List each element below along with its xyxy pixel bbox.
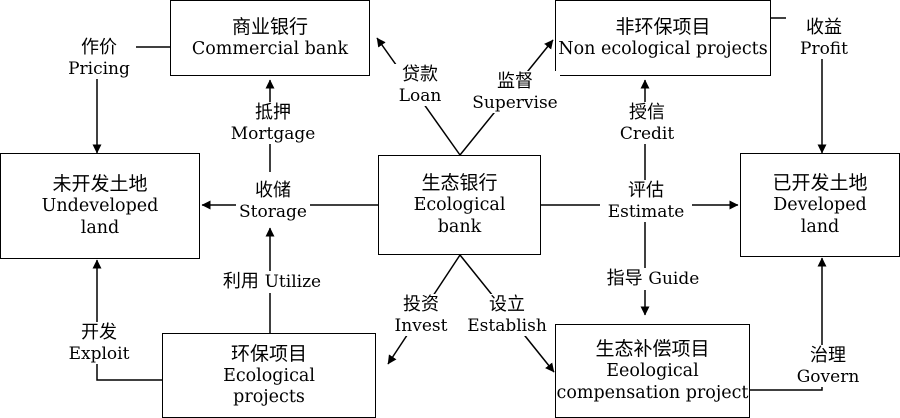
- label-govern-zh: 治理: [810, 345, 846, 366]
- label-govern: 治理 Govern: [790, 345, 866, 387]
- label-estimate-en: Estimate: [607, 201, 685, 222]
- label-utilize-zh: 利用: [222, 271, 265, 292]
- node-eco-comp-project-en2: compensation project: [556, 382, 749, 403]
- node-developed-land-en2: land: [800, 216, 840, 237]
- label-govern-en: Govern: [796, 366, 860, 387]
- node-eco-projects: 环保项目 Ecological projects: [162, 333, 376, 418]
- node-non-eco-projects-en: Non ecological projects: [558, 38, 768, 59]
- node-non-eco-projects: 非环保项目 Non ecological projects: [555, 0, 771, 76]
- label-establish-en: Establish: [467, 315, 547, 336]
- label-guide-zh: 指导: [606, 268, 649, 289]
- label-mortgage-en: Mortgage: [230, 123, 316, 144]
- label-utilize: 利用 Utilize: [210, 271, 334, 293]
- node-eco-comp-project-en1: Eeological: [606, 361, 699, 382]
- label-credit: 授信 Credit: [608, 102, 686, 144]
- node-undeveloped-land-zh: 未开发土地: [52, 173, 148, 196]
- label-supervise-en: Supervise: [472, 92, 558, 113]
- label-utilize-en: Utilize: [264, 272, 322, 292]
- edge-exploit: [92, 259, 162, 381]
- label-establish-zh: 设立: [489, 294, 525, 315]
- node-undeveloped-land-en2: land: [80, 217, 120, 238]
- label-exploit-zh: 开发: [81, 322, 117, 343]
- label-invest-en: Invest: [394, 315, 448, 336]
- node-eco-comp-project: 生态补偿项目 Eeological compensation project: [555, 324, 750, 418]
- node-undeveloped-land: 未开发土地 Undeveloped land: [0, 153, 200, 259]
- node-developed-land-zh: 已开发土地: [772, 172, 868, 195]
- node-undeveloped-land-en1: Undeveloped: [41, 196, 159, 217]
- label-pricing: 作价 Pricing: [62, 37, 136, 79]
- node-developed-land: 已开发土地 Developed land: [740, 153, 900, 257]
- label-mortgage: 抵押 Mortgage: [224, 102, 322, 144]
- label-supervise-zh: 监督: [497, 71, 533, 92]
- label-pricing-zh: 作价: [81, 37, 117, 58]
- label-supervise: 监督 Supervise: [470, 71, 560, 113]
- node-ecological-bank-zh: 生态银行: [421, 172, 498, 195]
- node-commercial-bank: 商业银行 Commercial bank: [170, 0, 370, 76]
- label-profit: 收益 Profit: [786, 17, 862, 59]
- label-profit-en: Profit: [800, 38, 848, 59]
- node-eco-projects-en1: Ecological: [223, 365, 315, 386]
- node-ecological-bank: 生态银行 Ecological bank: [378, 155, 541, 255]
- label-credit-zh: 授信: [629, 102, 665, 123]
- label-loan: 贷款 Loan: [390, 64, 450, 106]
- label-exploit-en: Exploit: [68, 343, 130, 364]
- node-ecological-bank-en2: bank: [437, 216, 482, 237]
- label-establish: 设立 Establish: [462, 294, 552, 336]
- label-profit-zh: 收益: [806, 17, 842, 38]
- label-loan-zh: 贷款: [402, 64, 438, 85]
- label-storage-en: Storage: [239, 201, 307, 222]
- node-developed-land-en1: Developed: [773, 195, 867, 216]
- label-invest: 投资 Invest: [390, 294, 452, 336]
- label-loan-en: Loan: [398, 85, 442, 106]
- edge-govern: [750, 257, 827, 391]
- node-eco-projects-zh: 环保项目: [230, 342, 307, 365]
- node-eco-projects-en2: projects: [233, 387, 305, 408]
- label-credit-en: Credit: [619, 123, 675, 144]
- label-storage: 收储 Storage: [236, 180, 310, 222]
- label-estimate: 评估 Estimate: [600, 180, 692, 222]
- label-guide: 指导 Guide: [595, 268, 711, 290]
- label-exploit: 开发 Exploit: [60, 322, 138, 364]
- label-storage-zh: 收储: [255, 180, 291, 201]
- label-estimate-zh: 评估: [628, 180, 664, 201]
- node-non-eco-projects-zh: 非环保项目: [615, 15, 711, 38]
- label-mortgage-zh: 抵押: [255, 102, 291, 123]
- label-pricing-en: Pricing: [68, 58, 130, 79]
- label-invest-zh: 投资: [403, 294, 439, 315]
- node-commercial-bank-zh: 商业银行: [231, 15, 308, 38]
- node-eco-comp-project-zh: 生态补偿项目: [595, 338, 710, 361]
- node-ecological-bank-en1: Ecological: [413, 195, 506, 216]
- node-commercial-bank-en: Commercial bank: [191, 38, 349, 59]
- label-guide-en: Guide: [648, 269, 700, 289]
